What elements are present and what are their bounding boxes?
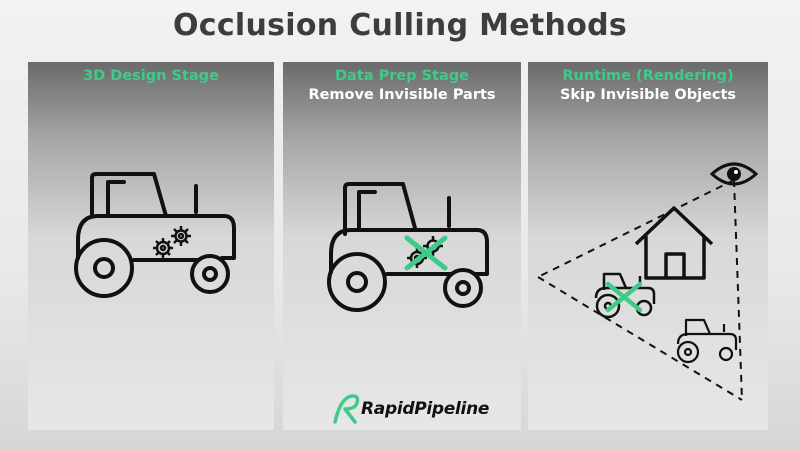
panel-heading: Runtime (Rendering)	[562, 68, 734, 84]
house-icon	[634, 206, 714, 280]
panel-3d-design-stage: 3D Design Stage	[28, 62, 274, 430]
cross-mark-icon	[404, 235, 448, 271]
logo-text: RapidPipeline	[361, 399, 490, 419]
view-frustum	[537, 179, 743, 401]
gear-icon	[153, 226, 191, 258]
page-title: Occlusion Culling Methods	[172, 8, 628, 43]
gear-icon	[407, 236, 443, 268]
cross-mark-icon	[605, 281, 643, 313]
panel-subheading: Remove Invisible Parts	[308, 87, 496, 103]
logo-mark-icon	[333, 394, 360, 424]
panel-runtime-rendering: Runtime (Rendering) Skip Invisible Objec…	[528, 62, 768, 430]
panel-data-prep-stage: Data Prep Stage Remove Invisible Parts	[283, 62, 521, 430]
tractor-icon	[327, 182, 489, 312]
panel-heading: 3D Design Stage	[83, 68, 219, 84]
tractor-icon	[74, 172, 236, 298]
panel-heading: Data Prep Stage	[335, 68, 469, 84]
tractor-icon	[676, 318, 738, 364]
eye-icon	[709, 162, 759, 186]
rapidpipeline-logo: RapidPipeline	[331, 392, 489, 424]
panel-subheading: Skip Invisible Objects	[559, 87, 737, 103]
